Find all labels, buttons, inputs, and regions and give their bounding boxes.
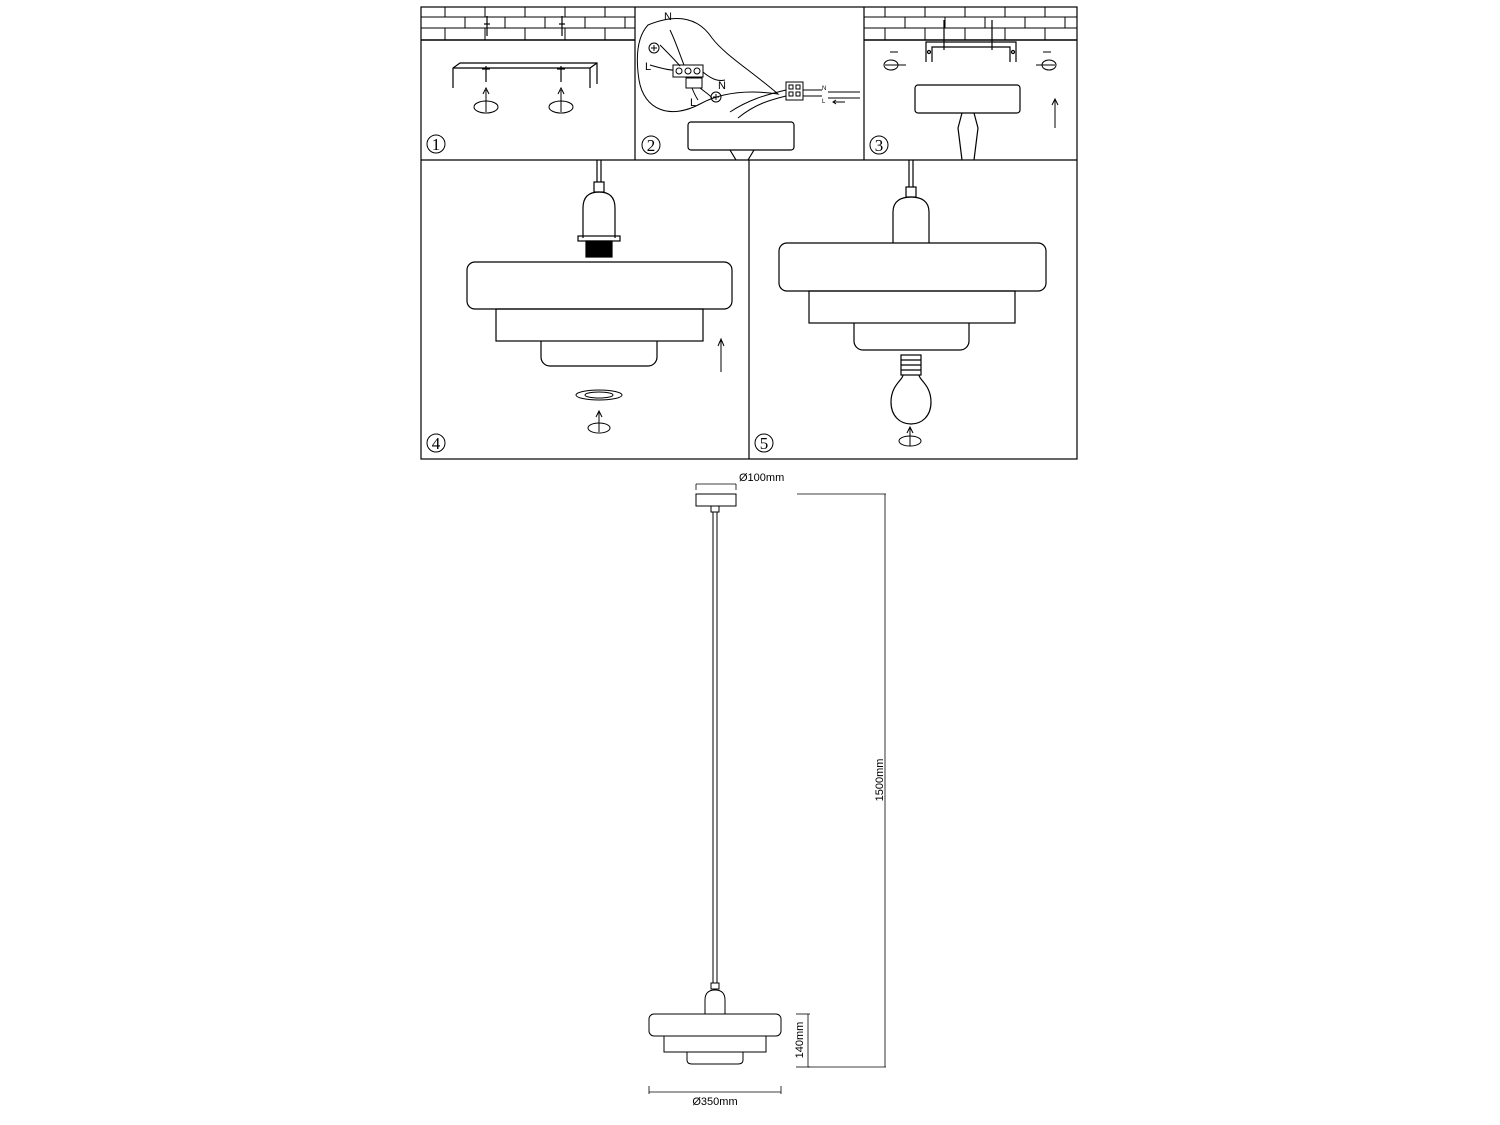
canopy-diameter-label: Ø100mm xyxy=(739,472,784,484)
step-4-number: 4 xyxy=(432,434,441,453)
light-bulb-icon xyxy=(890,354,932,425)
rotate-arrow-icon xyxy=(898,435,922,447)
terminal-block xyxy=(672,64,704,89)
total-height-label: 1500mm xyxy=(874,759,886,802)
supply-wires xyxy=(649,29,726,101)
wire-label-l-3: L xyxy=(822,99,826,105)
shade-diameter-dimension: Ø350mm xyxy=(648,1086,782,1108)
step-number-3: 3 xyxy=(869,135,889,155)
wall-anchor-icon xyxy=(484,16,565,36)
up-arrow-icon xyxy=(906,425,914,446)
step-1-panel: 1 xyxy=(421,7,635,154)
wiring-callout-bubble xyxy=(636,18,780,113)
step-5-panel: 5 xyxy=(754,160,1047,453)
wire-label-l-2: L xyxy=(690,97,696,109)
pendant-lamp-outline xyxy=(648,493,782,1065)
ceiling-brick-wall xyxy=(864,7,1077,41)
panel-grid xyxy=(420,6,1078,460)
ground-icon xyxy=(648,42,722,103)
step-5-number: 5 xyxy=(760,434,769,453)
step-1-number: 1 xyxy=(432,135,441,154)
up-arrow-icon xyxy=(1051,97,1059,128)
side-screw-icon xyxy=(883,51,1057,71)
step-3-panel: 3 xyxy=(864,7,1077,161)
wire-label-n-2: N xyxy=(718,80,726,92)
canopy xyxy=(914,84,1021,161)
step-number-1: 1 xyxy=(426,134,446,154)
step-number-5: 5 xyxy=(754,433,774,453)
mounted-bracket xyxy=(925,20,1017,62)
locking-ring xyxy=(575,389,623,401)
dimension-drawing: Ø100mm 1500mm 140mm Ø35 xyxy=(648,472,886,1108)
screw-icon xyxy=(482,66,565,82)
shade-height-dimension: 140mm xyxy=(794,1013,810,1068)
shade-height-label: 140mm xyxy=(794,1022,806,1059)
step-4-panel: 4 xyxy=(426,160,733,453)
total-height-dimension: 1500mm xyxy=(797,493,886,1068)
wire-label-n-1: N xyxy=(664,11,672,23)
step-3-number: 3 xyxy=(875,136,884,155)
connector-block xyxy=(729,81,860,119)
shade-diameter-label: Ø350mm xyxy=(692,1096,737,1108)
wire-label-n-3: N xyxy=(822,86,826,92)
up-arrow-icon xyxy=(595,337,725,432)
rotate-arrow-icon xyxy=(587,422,611,434)
lamp-holder xyxy=(892,160,930,243)
step-2-number: 2 xyxy=(647,136,656,155)
up-arrow-icon xyxy=(482,86,565,112)
canopy-diameter-dimension: Ø100mm xyxy=(695,472,784,490)
lamp-shade xyxy=(778,242,1047,351)
wire-label-l-1: L xyxy=(645,61,651,73)
step-number-4: 4 xyxy=(426,433,446,453)
lamp-shade xyxy=(466,261,733,367)
canopy xyxy=(687,121,795,161)
mounting-bracket xyxy=(452,62,598,88)
step-2-panel: N L N L N L 2 xyxy=(636,11,860,161)
ceiling-brick-wall xyxy=(421,7,635,41)
rotate-arrow-icon xyxy=(473,100,574,114)
lamp-holder xyxy=(577,160,621,258)
step-number-2: 2 xyxy=(641,135,661,155)
